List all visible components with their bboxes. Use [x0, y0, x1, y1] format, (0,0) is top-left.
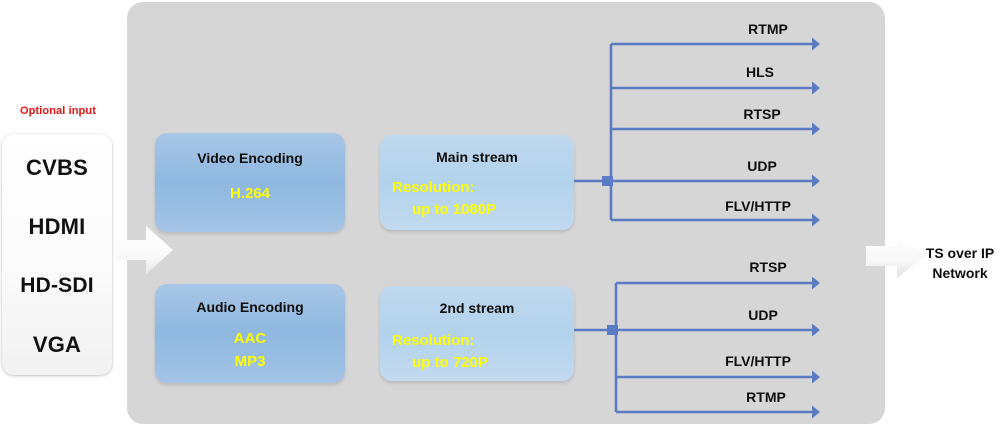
input-source-hd-sdi: HD-SDI: [20, 274, 94, 297]
protocol-label-main-rtsp: RTSP: [743, 106, 781, 122]
block-main-stream: Main stream Resolution: up to 1080P: [380, 135, 574, 230]
input-source-cvbs: CVBS: [26, 155, 88, 180]
block-main-stream-resolution-label: Resolution:: [392, 179, 475, 196]
input-source-vga: VGA: [32, 332, 82, 357]
input-flow-arrow-icon: [116, 226, 173, 274]
block-video-encoding-codec: H.264: [229, 185, 271, 202]
block-second-stream: 2nd stream Resolution: up to 720P: [380, 286, 574, 381]
protocol-label-second-rtmp: RTMP: [746, 389, 786, 405]
protocol-label-main-hls: HLS: [746, 64, 774, 80]
block-second-stream-title: 2nd stream: [439, 300, 515, 316]
block-audio-encoding-codec-aac: AAC: [233, 330, 267, 347]
protocol-label-main-flv-http: FLV/HTTP: [725, 198, 791, 214]
block-audio-encoding-codec-mp3: MP3: [234, 353, 266, 370]
block-main-stream-title: Main stream: [436, 149, 518, 165]
optional-input-panel: [2, 134, 112, 375]
block-video-encoding-title: Video Encoding: [197, 150, 303, 166]
output-destination-line-1: TS over IP: [925, 245, 995, 261]
block-second-stream-resolution-label: Resolution:: [392, 332, 475, 349]
block-audio-encoding-title: Audio Encoding: [196, 299, 304, 315]
optional-input-label: Optional input: [20, 105, 96, 117]
block-audio-encoding: Audio Encoding AAC MP3: [155, 284, 345, 383]
input-source-hdmi: HDMI: [28, 214, 86, 239]
output-flow-arrow-icon: [866, 234, 925, 278]
output-destination-label: TS over IP Network: [920, 243, 1000, 283]
output-destination-line-2: Network: [932, 265, 988, 281]
block-video-encoding: Video Encoding H.264: [155, 133, 345, 232]
block-main-stream-resolution-value: up to 1080P: [412, 201, 497, 218]
block-second-stream-resolution-value: up to 720P: [412, 354, 488, 371]
protocol-label-second-flv-http: FLV/HTTP: [725, 353, 791, 369]
protocol-label-main-rtmp: RTMP: [748, 21, 788, 37]
protocol-label-second-udp: UDP: [748, 307, 778, 323]
protocol-label-second-rtsp: RTSP: [749, 259, 787, 275]
protocol-label-main-udp: UDP: [747, 158, 777, 174]
